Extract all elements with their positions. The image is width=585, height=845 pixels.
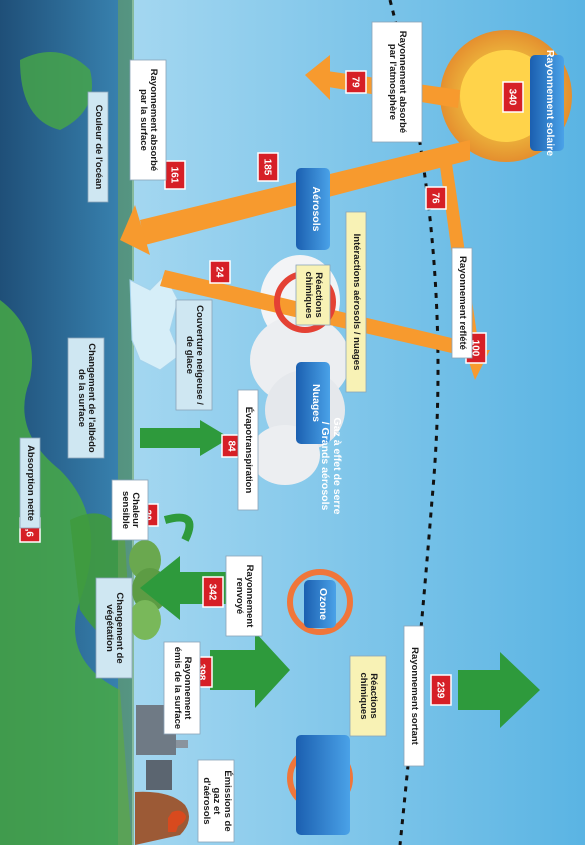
label-text-chemical-1: Réactions chimiques (303, 271, 325, 319)
svg-text:Ozone: Ozone (317, 588, 329, 620)
label-box-net-absorption: Absorption nette (19, 437, 41, 529)
value-text-outgoing: 239 (435, 682, 446, 699)
pill-solar: Rayonnement solaire (530, 50, 564, 156)
value-text-reflected-total: 100 (470, 340, 481, 357)
label-text-ocean-color: Couleur de l'océan (93, 104, 105, 190)
label-box-absorbed-atm: Rayonnement absorbé par l'atmosphère (371, 21, 423, 143)
value-text-aerosol-path: 185 (262, 159, 273, 176)
label-box-chemical-1: Réactions chimiques (295, 264, 331, 326)
pill-clouds: Nuages (296, 362, 330, 444)
land-patch (20, 52, 92, 130)
label-text-sensible: Chaleur sensible (120, 490, 142, 530)
value-box-absorbed-surface: 161 (164, 160, 186, 190)
label-box-outgoing: Rayonnement sortant (403, 625, 425, 767)
cycle-ozone-icon (287, 569, 353, 635)
value-text-reflected-24: 24 (214, 266, 225, 278)
label-box-sensible: Chaleur sensible (111, 479, 149, 541)
land-patch (0, 300, 132, 845)
label-box-snow: Couverture neigeuse / de glace (175, 299, 213, 411)
label-text-absorbed-surface: Rayonnement absorbé par la surface (138, 68, 160, 172)
value-text-returned: 342 (207, 584, 218, 601)
label-text-net-absorption: Absorption nette (25, 445, 37, 521)
label-box-vegetation: Changement de végétation (95, 577, 133, 679)
arrow-evapotranspiration (140, 420, 230, 456)
label-boxes: Rayonnement absorbé par l'atmosphèreRayo… (19, 21, 473, 843)
value-text-net: 0,6 (24, 523, 35, 537)
label-box-albedo: Changement de l'albédo de la surface (67, 337, 105, 459)
label-box-absorbed-surface: Rayonnement absorbé par la surface (129, 59, 167, 181)
value-box-aerosol-path: 185 (257, 152, 279, 182)
arrow-surface-emitted (210, 632, 290, 708)
label-box-ocean-color: Couleur de l'océan (87, 91, 109, 203)
pill-ghg: Gaz à effet de serre / Grands aérosols (296, 417, 350, 835)
value-text-absorbed-surface: 161 (169, 167, 180, 184)
value-box-reflected-76: 76 (425, 186, 447, 210)
label-text-emissions: Émissions de gaz et d'aérosols (200, 770, 233, 832)
value-box-solar: 340 (502, 81, 524, 113)
svg-text:Rayonnement solaire: Rayonnement solaire (544, 50, 556, 156)
arrow-outgoing (458, 652, 540, 728)
label-box-surface-emitted: Rayonnement émis de la surface (163, 641, 201, 735)
value-text-absorbed-atm: 79 (350, 76, 361, 88)
label-text-evapo: Évapotranspiration (243, 406, 255, 494)
label-text-returned: Rayonnement renvoyé (234, 564, 256, 628)
label-text-chemical-2: Réactions chimiques (358, 672, 380, 720)
value-text-evapo: 84 (226, 440, 237, 452)
label-box-aerosol-cloud: Intéractions aérosols / nuages (345, 211, 367, 393)
pill-ozone: Ozone (304, 580, 336, 628)
ice-shape (129, 274, 181, 371)
value-box-absorbed-atm: 79 (345, 70, 367, 94)
label-box-reflected: Rayonnement reflété (451, 247, 473, 359)
label-text-aerosol-cloud: Intéractions aérosols / nuages (351, 233, 363, 371)
value-text-solar: 340 (507, 89, 518, 106)
label-text-snow: Couverture neigeuse / de glace (184, 305, 206, 405)
label-box-chemical-2: Réactions chimiques (349, 655, 387, 737)
svg-text:Aérosols: Aérosols (310, 187, 322, 232)
label-box-returned: Rayonnement renvoyé (225, 555, 263, 637)
label-box-evapo: Évapotranspiration (237, 389, 259, 511)
label-box-emissions: Émissions de gaz et d'aérosols (197, 759, 235, 843)
label-text-outgoing: Rayonnement sortant (409, 647, 421, 745)
arrow-sensible-heat (163, 513, 194, 542)
value-text-reflected-76: 76 (430, 192, 441, 204)
label-text-surface-emitted: Rayonnement émis de la surface (172, 646, 194, 730)
pill-ghg-text: Gaz à effet de serre / Grands aérosols (319, 417, 343, 515)
value-box-outgoing: 239 (430, 674, 452, 706)
pill-aerosols: Aérosols (296, 168, 330, 250)
value-box-returned: 342 (202, 576, 224, 608)
value-box-reflected-24: 24 (209, 260, 231, 284)
value-text-surface-emitted: 398 (196, 664, 207, 681)
label-text-absorbed-atm: Rayonnement absorbé par l'atmosphère (387, 30, 409, 134)
svg-text:Nuages: Nuages (310, 384, 322, 422)
emission-flame (168, 810, 186, 832)
label-text-vegetation: Changement de végétation (104, 592, 126, 664)
label-text-albedo: Changement de l'albédo de la surface (76, 343, 98, 453)
label-text-reflected: Rayonnement reflété (457, 256, 469, 350)
